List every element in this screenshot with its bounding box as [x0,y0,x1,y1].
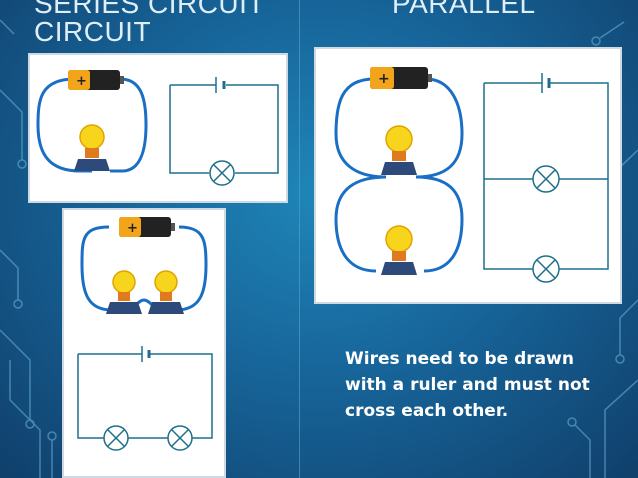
series-schematic-diagram [169,77,279,186]
series-circuit-heading: SERIES CIRCUIT CIRCUIT [34,0,265,46]
parallel-circuit-panel: + [314,47,622,304]
note-line-2: with a ruler and must not [345,375,590,395]
note-line-3: cross each other. [345,401,509,421]
battery-icon: + [68,70,124,90]
battery-icon: + [119,217,175,237]
battery-plus-label: + [378,71,390,87]
note-line-1: Wires need to be drawn [345,349,574,369]
series-heading-line2: CIRCUIT [34,16,152,47]
series-schematic-diagram [77,346,213,451]
parallel-circuit-heading: PARALLEL [392,0,536,19]
battery-plus-label: + [127,221,138,236]
column-divider [299,0,300,478]
lightbulb-icon [381,125,417,175]
battery-plus-label: + [76,74,87,89]
battery-icon: + [370,67,432,89]
series-heading-line1: SERIES CIRCUIT [34,0,266,19]
lightbulb-icon [381,225,417,275]
lightbulb-icon [148,270,184,314]
parallel-schematic-diagram [483,73,609,283]
wire-loop-lower [334,175,464,273]
wire-loop [80,225,208,312]
series-single-bulb-panel: + [28,53,288,203]
lightbulb-icon [74,124,110,171]
drawing-rule-note: Wires need to be drawn with a ruler and … [345,346,625,424]
wire-loop [36,77,148,173]
wire-loop-upper [334,77,464,179]
lightbulb-icon [106,270,142,314]
series-two-bulb-panel: + [62,208,226,478]
